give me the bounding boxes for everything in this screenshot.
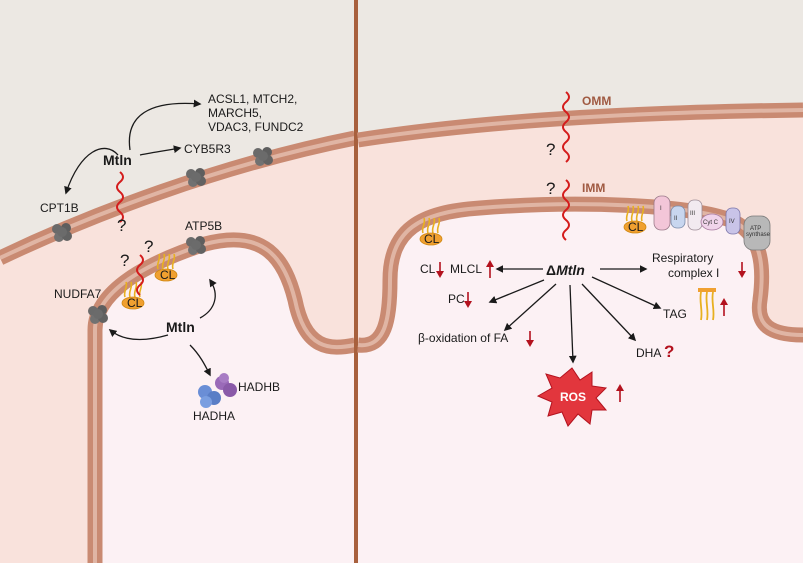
unknown-mark: ? <box>546 140 555 159</box>
unknown-mark: ? <box>117 216 126 235</box>
left-panel: CL CL Mtln Mtln ACSL1, MTCH2, MARCH5, VD… <box>0 0 357 563</box>
delta-mtln-label: ΔMtln <box>546 262 585 278</box>
mtln-label: Mtln <box>103 152 132 168</box>
arrow-to-cyb5r3 <box>139 145 182 156</box>
omm-label: OMM <box>582 94 611 108</box>
arrow-to-dha <box>581 283 637 342</box>
atp5b-protein-icon <box>186 236 206 255</box>
unknown-mark: ? <box>144 237 153 256</box>
nudfa7-label: NUDFA7 <box>54 287 102 301</box>
panel-divider <box>354 0 358 563</box>
tag-text: TAG <box>663 307 687 321</box>
membrane-protein-icon <box>253 147 273 166</box>
cl-label: CL <box>628 220 644 234</box>
decrease-arrow-icon <box>738 271 746 278</box>
complex-iv-icon <box>725 207 741 235</box>
hadha-hadhb-complex-icon <box>198 373 237 408</box>
respiratory-text: Respiratory <box>652 251 713 265</box>
mtln-peptide-squiggle <box>136 254 144 296</box>
atp-synthase-icon <box>743 215 771 251</box>
decrease-arrow-icon <box>526 340 534 347</box>
ros-text: ROS <box>560 390 586 404</box>
decrease-arrow-icon <box>464 301 472 308</box>
vdac3-fundc2-label: VDAC3, FUNDC2 <box>208 120 304 134</box>
cl-text: CL <box>420 262 436 276</box>
cytochrome-c-icon <box>700 213 724 231</box>
mtln-label: Mtln <box>166 319 195 335</box>
imm-label: IMM <box>582 181 605 195</box>
decrease-arrow-icon <box>436 271 444 278</box>
beta-oxidation-text: β-oxidation of FA <box>418 331 508 345</box>
unknown-mark: ? <box>664 342 674 361</box>
svg-text:synthase: synthase <box>746 232 771 238</box>
arrow-to-acsl1 <box>128 99 202 151</box>
cl-label: CL <box>127 296 143 310</box>
svg-text:IV: IV <box>729 219 735 225</box>
unknown-mark: ? <box>120 251 129 270</box>
cpt1b-protein-icon <box>52 223 72 242</box>
left-matrix <box>95 239 355 563</box>
cl-label: CL <box>160 268 176 282</box>
svg-text:I: I <box>660 206 662 212</box>
acsl1-mtch2-label: ACSL1, MTCH2, <box>208 92 297 106</box>
arrow-to-beta-oxidation <box>503 283 557 332</box>
march5-label: MARCH5, <box>208 106 262 120</box>
mtln-peptide-squiggle <box>562 179 570 241</box>
mtln-peptide-squiggle <box>116 171 124 223</box>
hadha-label: HADHA <box>193 409 235 423</box>
cyb5r3-protein-icon <box>186 168 206 187</box>
cpt1b-label: CPT1B <box>40 201 79 215</box>
pc-text: PC <box>448 292 465 306</box>
increase-arrow-icon <box>486 260 494 267</box>
increase-arrow-icon <box>616 384 624 391</box>
increase-arrow-icon <box>720 298 728 305</box>
arrow-to-cpt1b <box>64 147 119 195</box>
complex-iii-icon <box>687 199 703 231</box>
complex-i-text: complex I <box>668 266 719 280</box>
svg-text:III: III <box>690 211 695 217</box>
triglyceride-icon <box>698 288 716 321</box>
nudfa7-protein-icon <box>88 305 108 324</box>
arrow-to-nudfa7 <box>108 329 169 341</box>
svg-text:Cyt C: Cyt C <box>703 220 719 226</box>
mtln-peptide-squiggle <box>562 91 570 163</box>
arrow-to-pc <box>488 279 545 304</box>
svg-text:ATP: ATP <box>750 226 761 232</box>
dha-text: DHA <box>636 346 661 360</box>
hadhb-label: HADHB <box>238 380 280 394</box>
mlcl-text: MLCL <box>450 262 482 276</box>
cl-label: CL <box>424 232 440 246</box>
cyb5r3-label: CYB5R3 <box>184 142 231 156</box>
arrow-to-atp5b <box>199 278 217 319</box>
arrow-to-tag <box>591 276 662 309</box>
arrow-to-hadh <box>189 344 211 377</box>
svg-text:II: II <box>674 216 678 222</box>
complex-ii-icon <box>670 205 686 229</box>
unknown-mark: ? <box>546 179 555 198</box>
arrow-to-ros <box>568 284 577 364</box>
respiratory-chain: I II III Cyt C IV ATP synthase <box>653 195 771 251</box>
ros-burst-icon <box>536 367 608 427</box>
complex-i-icon <box>653 195 671 231</box>
right-panel: OMM IMM ? ? CL CL I II III Cyt C IV ATP … <box>356 0 803 563</box>
atp5b-label: ATP5B <box>185 219 222 233</box>
